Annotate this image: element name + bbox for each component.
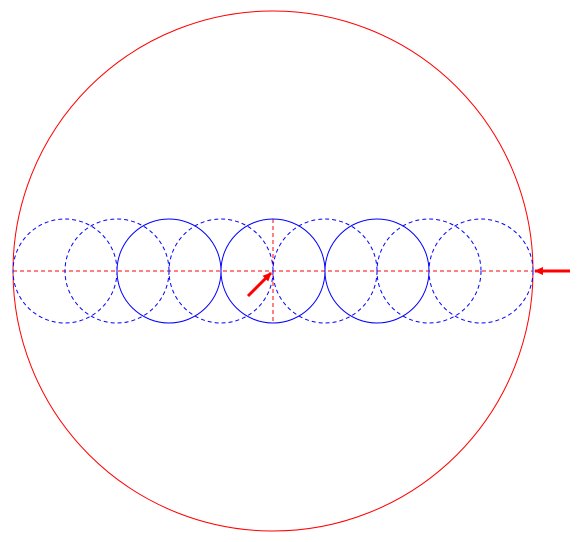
center-arrow [246, 271, 273, 298]
small-circle-9-dashed [428, 218, 534, 324]
small-circles-group [12, 218, 534, 324]
small-circle-8-dashed [376, 218, 482, 324]
